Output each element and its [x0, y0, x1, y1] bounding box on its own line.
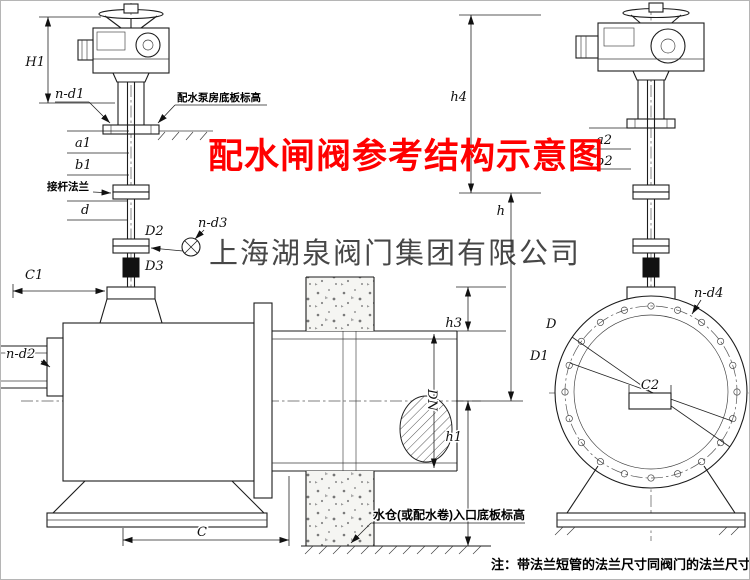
wall-upper	[306, 277, 374, 331]
dim-H1: H1	[24, 55, 45, 70]
dim-b2: b2	[596, 154, 613, 169]
motor-housing	[575, 35, 599, 59]
dim-n-d1: n-d1	[55, 87, 84, 102]
label-stem-flange: 接杆法兰	[47, 180, 89, 193]
dim-a1: a1	[75, 136, 91, 151]
outlet-flange	[253, 302, 273, 499]
wall-lower	[306, 471, 374, 546]
watermark-text: 上海湖泉阀门集团有限公司	[209, 237, 581, 270]
dim-h4: h4	[450, 90, 467, 105]
outlet-pipe	[272, 330, 458, 472]
actuator-body	[92, 27, 170, 74]
ground-hatching	[554, 526, 740, 536]
dim-D2: D2	[144, 224, 164, 239]
dim-n-d3: n-d3	[198, 216, 227, 231]
section-cut-ellipse	[399, 395, 453, 463]
dimensions-left: H1 n-d1 a1 b1 接杆法兰 d 配水泵房底板标高 D2 D3 n-d3…	[5, 16, 290, 546]
dim-C: C	[197, 525, 207, 540]
motor-housing	[77, 39, 94, 61]
valve-stem-front	[99, 82, 163, 324]
dim-D: D	[545, 317, 557, 332]
dim-d: d	[81, 203, 89, 218]
dim-h: h	[497, 204, 505, 219]
footnote-text: 注：带法兰短管的法兰尺寸同阀门的法兰尺寸	[491, 557, 750, 572]
dim-DN: DN	[424, 388, 439, 411]
stem-coupling-flange-2	[112, 238, 150, 247]
concrete-wall	[301, 276, 491, 555]
bolt-circle	[564, 305, 738, 479]
page-title: 配水闸阀参考结构示意图	[208, 137, 604, 176]
dim-h3: h3	[445, 316, 462, 331]
electric-actuator-side	[575, 2, 705, 129]
dimensions-right: h4 h h3 h1 DN a2 b2 n-d4 D D1 C2	[423, 14, 725, 546]
dim-n-d4: n-d4	[694, 286, 723, 301]
inlet-floor-callout: 水仓(或配水卷)入口底板标高	[350, 506, 526, 544]
dim-D3: D3	[144, 259, 164, 274]
dim-C2: C2	[641, 378, 659, 393]
floor-hatching	[304, 545, 482, 555]
bonnet	[99, 298, 163, 324]
bolt-holes	[561, 302, 741, 482]
stem-gland	[122, 257, 140, 278]
center-boss	[628, 392, 672, 410]
dim-n-d2: n-d2	[6, 347, 35, 362]
dim-a2: a2	[596, 133, 612, 148]
dim-C1: C1	[25, 268, 43, 283]
stem-coupling-flange	[112, 184, 150, 193]
side-view	[554, 2, 748, 536]
stem-gland	[642, 257, 660, 278]
side-branch-flange	[46, 337, 64, 397]
valve-body-front	[1, 302, 273, 528]
valve-chamber	[62, 322, 255, 482]
label-inlet-floor: 水仓(或配水卷)入口底板标高	[373, 507, 525, 522]
diameter-D1-line	[569, 362, 733, 422]
front-view	[1, 3, 458, 528]
valve-stem-side	[626, 80, 676, 300]
dim-D1: D1	[529, 349, 549, 364]
electric-actuator-front	[77, 3, 170, 125]
bonnet-flange	[106, 286, 156, 300]
floor-plate-flange	[102, 124, 213, 141]
dim-h1: h1	[445, 430, 462, 445]
dim-b1: b1	[75, 158, 92, 173]
valve-body-side	[554, 295, 748, 536]
label-pump-floor: 配水泵房底板标高	[177, 91, 261, 104]
